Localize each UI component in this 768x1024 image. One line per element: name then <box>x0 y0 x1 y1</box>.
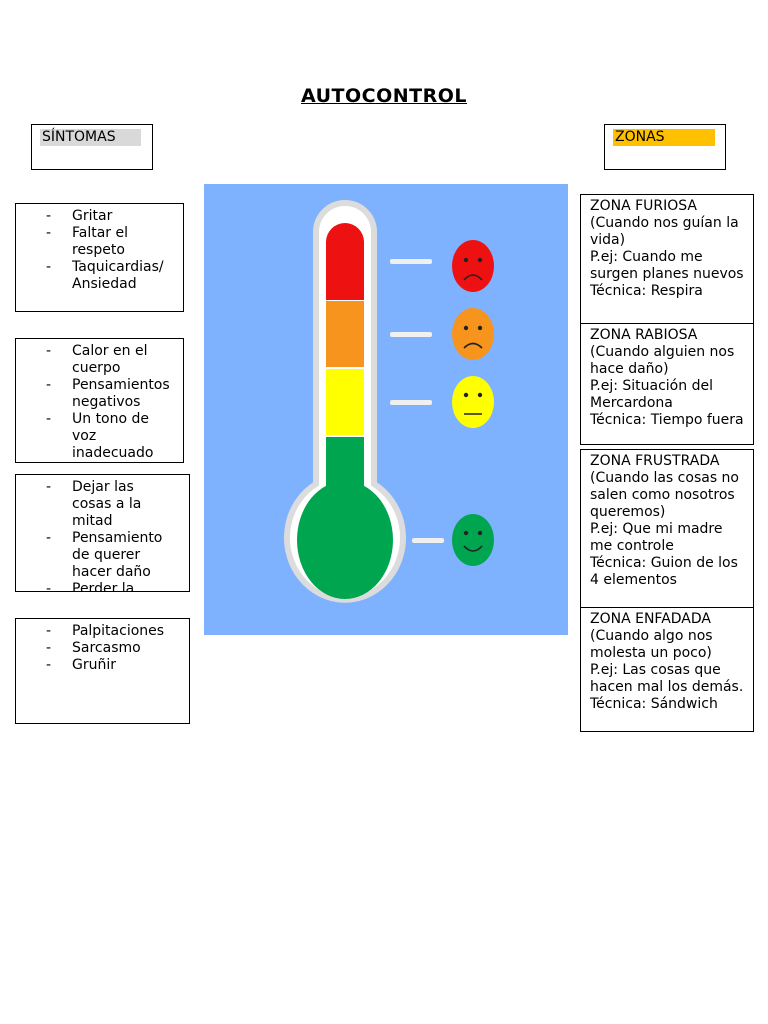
list-item: Calor en el cuerpo <box>46 343 177 377</box>
angry-face-icon <box>452 240 494 292</box>
dash-yellow <box>390 400 432 405</box>
dash-orange <box>390 332 432 337</box>
zone-example: P.ej: Situación del Mercardona <box>590 378 713 411</box>
zone-box-enfadada: ZONA ENFADADA (Cuando algo nos molesta u… <box>580 607 754 732</box>
list-item: Pensamiento de querer hacer daño <box>46 530 177 581</box>
symptoms-list-1: Gritar Faltar el respeto Taquicardias/ A… <box>46 208 177 293</box>
list-item: Perder la <box>46 581 177 591</box>
level-yellow <box>326 369 364 435</box>
list-item: Un tono de voz inadecuado <box>46 411 177 462</box>
zone-when: (Cuando las cosas no salen como nosotros… <box>590 470 739 520</box>
zone-box-furiosa: ZONA FURIOSA (Cuando nos guían la vida) … <box>580 194 754 324</box>
zone-technique: Técnica: Guion de los 4 elementos <box>590 555 738 588</box>
zone-box-rabiosa: ZONA RABIOSA (Cuando alguien nos hace da… <box>580 323 754 445</box>
list-item: Sarcasmo <box>46 640 183 657</box>
zones-header-label: ZONAS <box>613 129 715 146</box>
zone-when: (Cuando alguien nos hace daño) <box>590 344 735 377</box>
zone-example: P.ej: Las cosas que hacen mal los demás. <box>590 662 744 695</box>
happy-face-icon <box>452 514 494 566</box>
symptoms-box-2: Calor en el cuerpo Pensamientos negativo… <box>15 338 184 463</box>
zone-name: ZONA FRUSTRADA <box>590 453 720 469</box>
zone-technique: Técnica: Respira <box>590 283 703 299</box>
symptoms-header: SÍNTOMAS <box>31 124 153 170</box>
level-red <box>326 223 364 300</box>
zone-when: (Cuando algo nos molesta un poco) <box>590 628 713 661</box>
list-item: Faltar el respeto <box>46 225 177 259</box>
zone-example: P.ej: Que mi madre me controle <box>590 521 723 554</box>
neutral-face-icon <box>452 376 494 428</box>
zone-name: ZONA ENFADADA <box>590 611 711 627</box>
symptoms-box-3: Dejar las cosas a la mitad Pensamiento d… <box>15 474 190 592</box>
thermometer-illustration <box>204 184 568 635</box>
list-item: Gruñir <box>46 657 183 674</box>
list-item: Pensamientos negativos <box>46 377 177 411</box>
zone-when: (Cuando nos guían la vida) <box>590 215 739 248</box>
list-item: Dejar las cosas a la mitad <box>46 479 177 530</box>
thermometer-bulb <box>297 481 393 599</box>
symptoms-box-4: Palpitaciones Sarcasmo Gruñir <box>15 618 190 724</box>
zone-name: ZONA RABIOSA <box>590 327 698 343</box>
list-item: Gritar <box>46 208 177 225</box>
dash-green <box>412 538 444 543</box>
zone-box-frustrada: ZONA FRUSTRADA (Cuando las cosas no sale… <box>580 449 754 608</box>
list-item: Taquicardias/ Ansiedad <box>46 259 177 293</box>
sad-face-icon <box>452 308 494 360</box>
zone-technique: Técnica: Tiempo fuera <box>590 412 744 428</box>
dash-red <box>390 259 432 264</box>
zones-header: ZONAS <box>604 124 726 170</box>
list-item: Palpitaciones <box>46 623 183 640</box>
symptoms-header-label: SÍNTOMAS <box>40 129 141 146</box>
level-orange <box>326 301 364 367</box>
symptoms-box-1: Gritar Faltar el respeto Taquicardias/ A… <box>15 203 184 312</box>
zone-name: ZONA FURIOSA <box>590 198 698 214</box>
page-title: AUTOCONTROL <box>300 85 467 107</box>
zone-example: P.ej: Cuando me surgen planes nuevos <box>590 249 744 282</box>
symptoms-list-4: Palpitaciones Sarcasmo Gruñir <box>46 623 183 674</box>
symptoms-list-3: Dejar las cosas a la mitad Pensamiento d… <box>46 479 177 591</box>
symptoms-list-2: Calor en el cuerpo Pensamientos negativo… <box>46 343 177 462</box>
zone-technique: Técnica: Sándwich <box>590 696 718 712</box>
